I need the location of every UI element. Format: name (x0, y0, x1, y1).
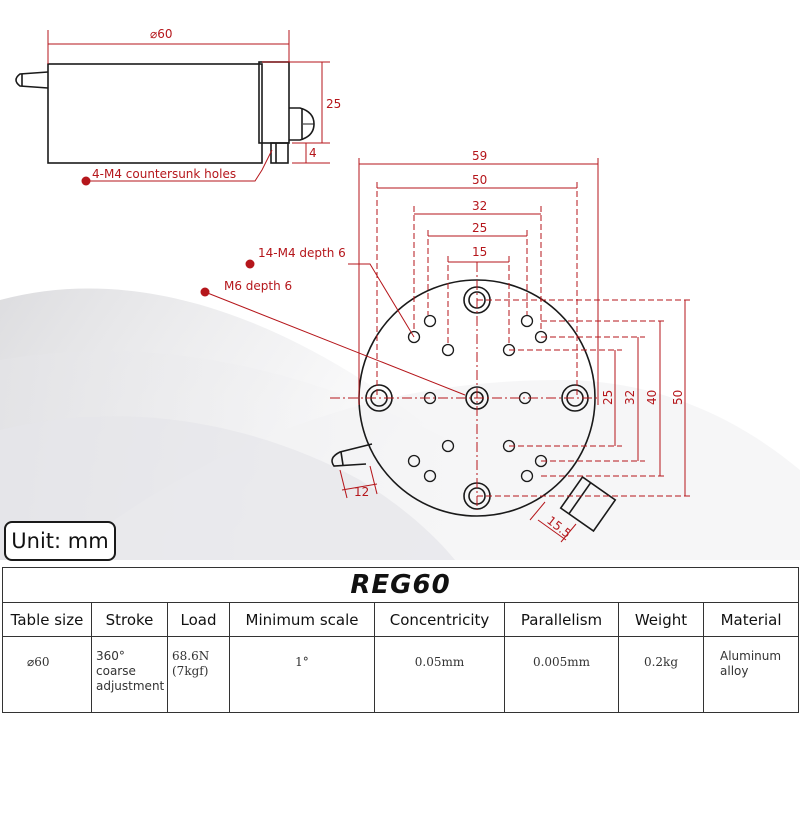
top-view (332, 280, 615, 531)
callout-countersunk: 4-M4 countersunk holes (92, 167, 236, 181)
value-parallelism: 0.005mm (505, 637, 619, 713)
value-minimum-scale: 1° (230, 637, 375, 713)
value-load-line1: 68.6N (172, 649, 228, 664)
dim-knob-15-5: 15.5 (544, 513, 574, 540)
dim-side-foot: 4 (309, 146, 317, 160)
value-concentricity: 0.05mm (375, 637, 505, 713)
unit-label: Unit: mm (4, 521, 116, 561)
side-view (16, 62, 314, 163)
header-parallelism: Parallelism (505, 603, 619, 637)
value-material-line2: alloy (720, 664, 797, 679)
value-material: Aluminum alloy (704, 637, 799, 713)
value-load-line2: (7kgf) (172, 664, 228, 679)
dim-59: 59 (472, 149, 487, 163)
dim-15: 15 (472, 245, 487, 259)
header-table-size: Table size (3, 603, 92, 637)
callout-m6-depth: M6 depth 6 (224, 279, 292, 293)
callout-m4-depth: 14-M4 depth 6 (258, 246, 346, 260)
value-stroke: 360° coarse adjustment (92, 637, 168, 713)
dim-50: 50 (472, 173, 487, 187)
value-stroke-line2: adjustment (96, 679, 166, 694)
header-material: Material (704, 603, 799, 637)
header-stroke: Stroke (92, 603, 168, 637)
header-minimum-scale: Minimum scale (230, 603, 375, 637)
dim-v-40: 40 (645, 390, 659, 405)
dim-25: 25 (472, 221, 487, 235)
dim-side-height: 25 (326, 97, 341, 111)
value-load: 68.6N (7kgf) (168, 637, 230, 713)
spec-table: REG60 Table size Stroke Load Minimum sca… (2, 567, 799, 815)
technical-drawing: ⌀60 25 4 4-M4 countersunk holes 59 50 32… (0, 0, 800, 560)
header-load: Load (168, 603, 230, 637)
dim-v-25: 25 (601, 390, 615, 405)
value-stroke-line1: 360° coarse (96, 649, 166, 679)
value-table-size: ⌀60 (3, 637, 92, 713)
dim-v-32: 32 (623, 390, 637, 405)
value-material-line1: Aluminum (720, 649, 797, 664)
dim-32: 32 (472, 199, 487, 213)
header-concentricity: Concentricity (375, 603, 505, 637)
value-table-size-text: ⌀60 (7, 655, 50, 669)
header-weight: Weight (619, 603, 704, 637)
value-weight: 0.2kg (619, 637, 704, 713)
dim-handle-12: 12 (354, 485, 369, 499)
spec-title: REG60 (3, 568, 799, 603)
dim-side-diameter: ⌀60 (150, 27, 173, 41)
dim-v-50: 50 (671, 390, 685, 405)
